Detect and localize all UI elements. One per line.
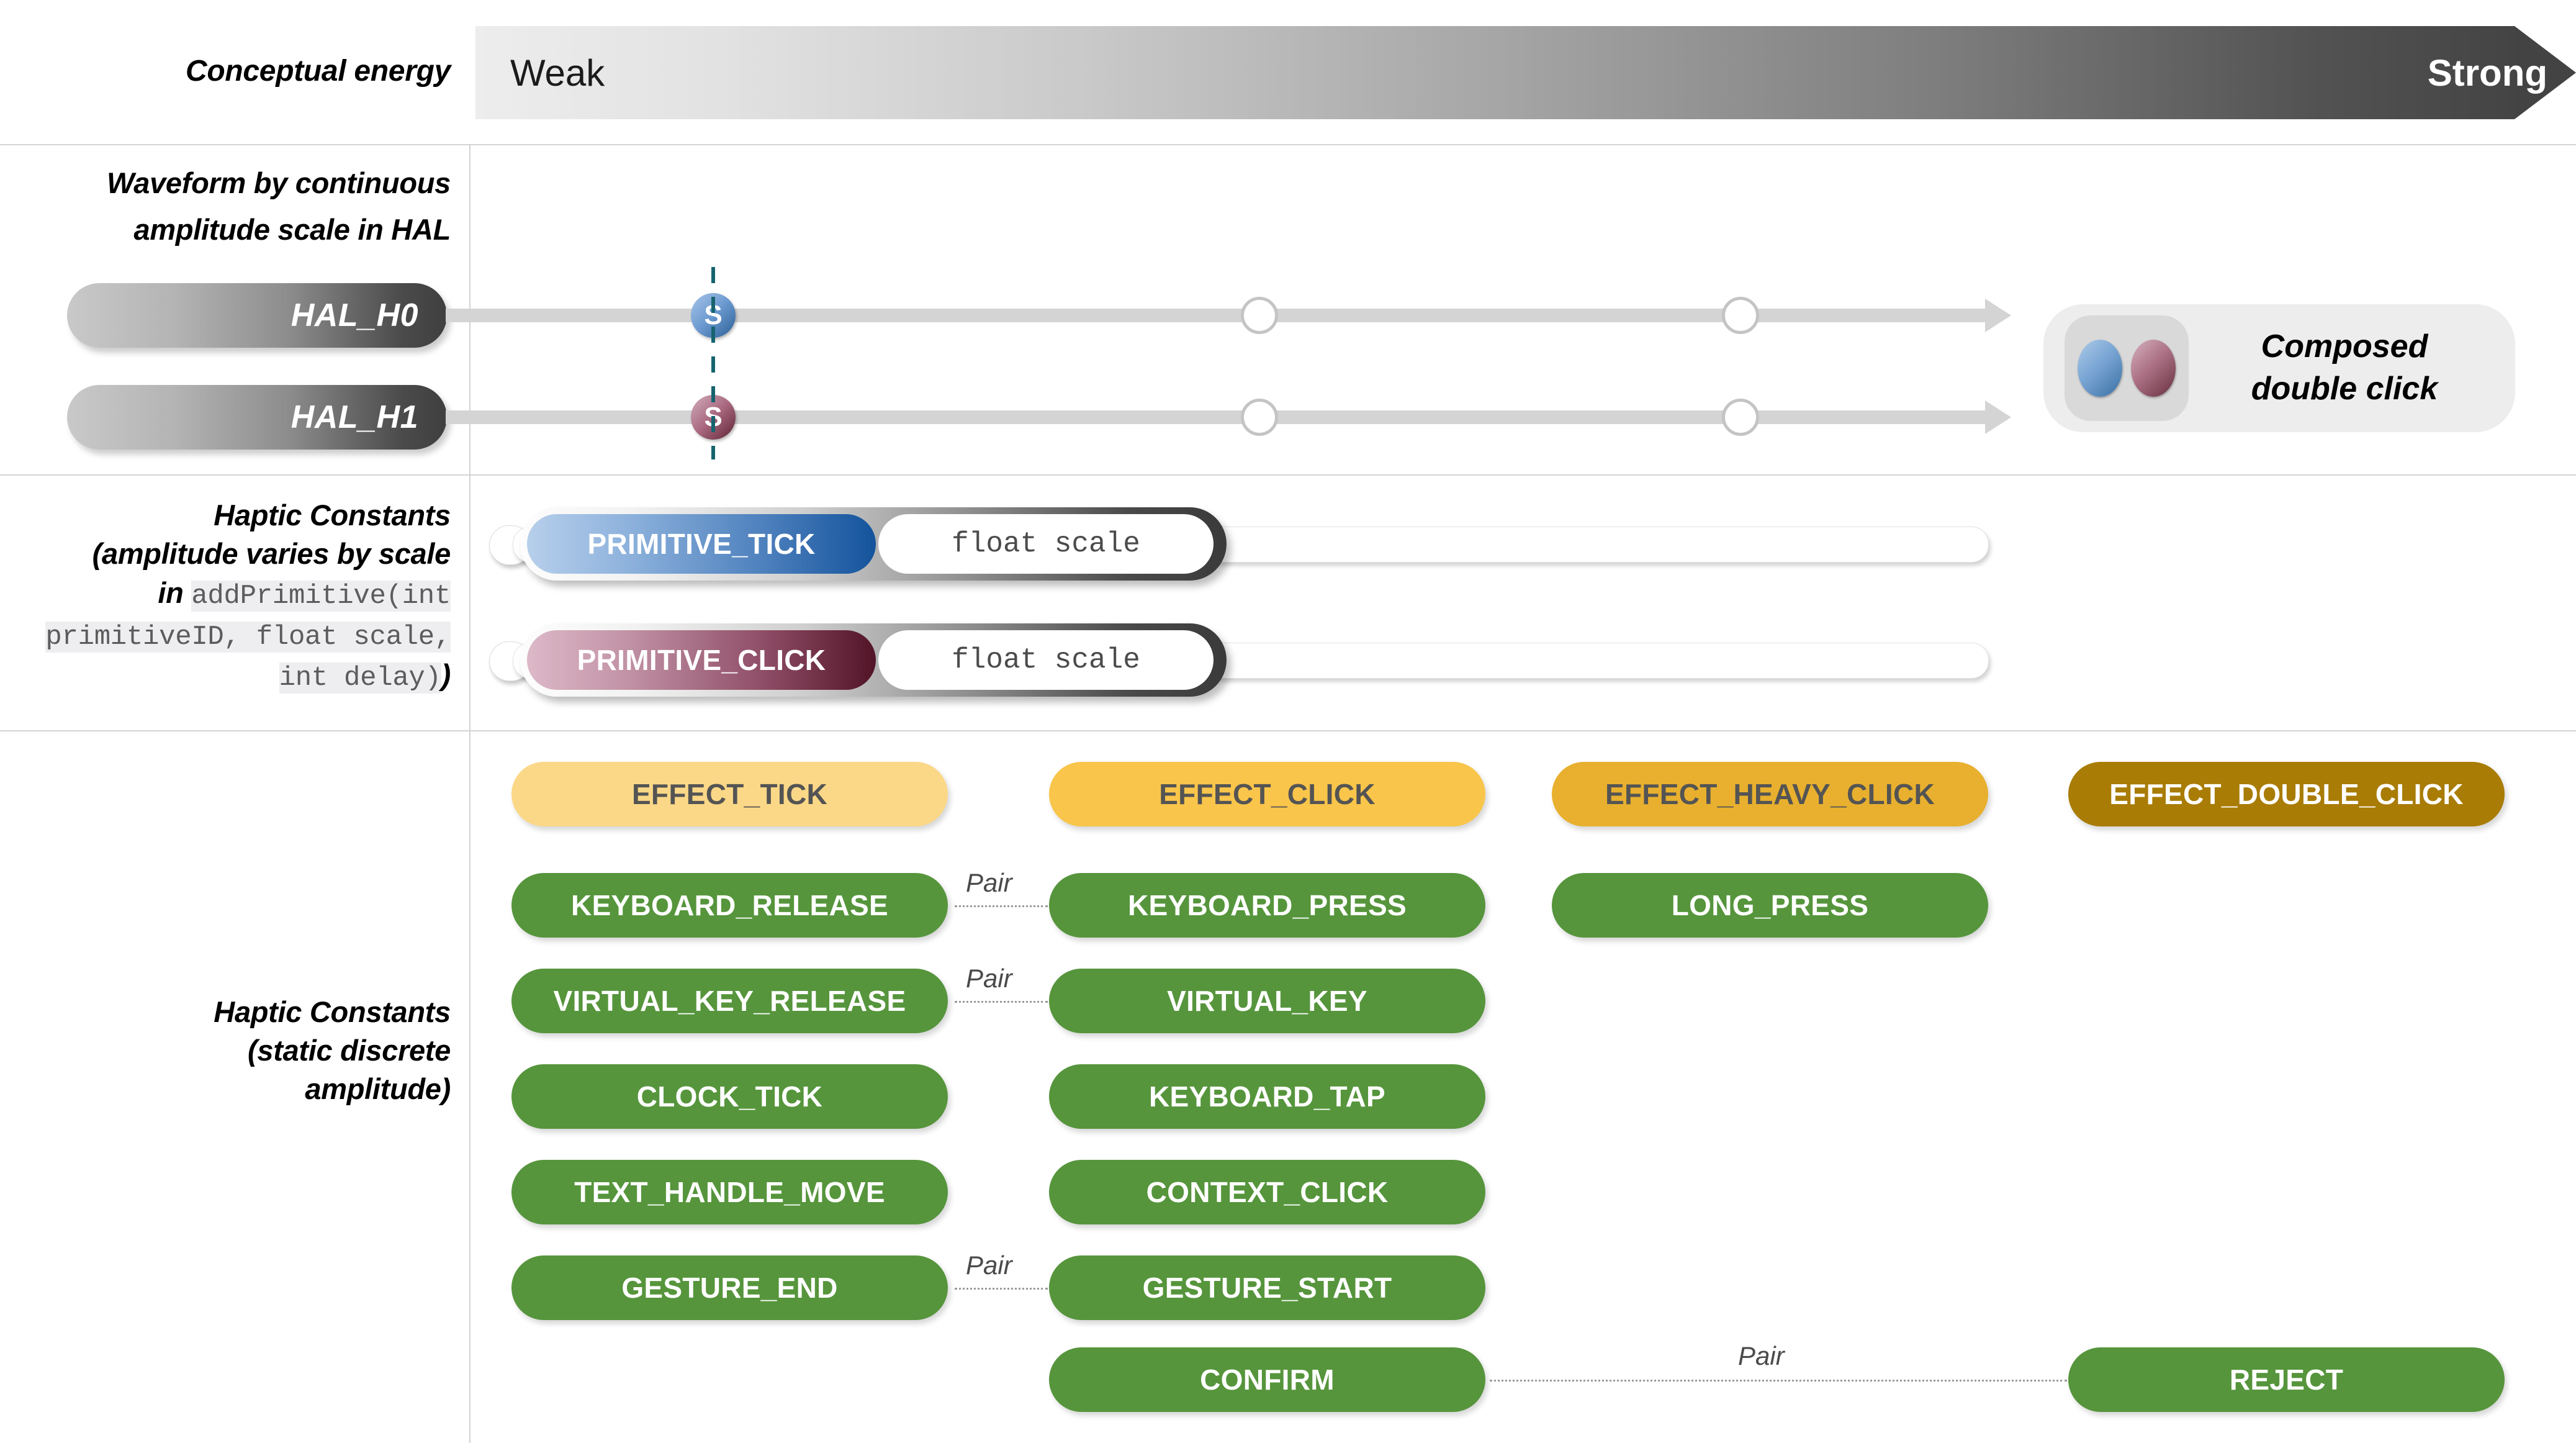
hal-h1-track-arrow-icon bbox=[1985, 400, 2011, 434]
waveform-label-line1: Waveform by continuous bbox=[107, 166, 451, 199]
energy-strong-label: Strong bbox=[2427, 52, 2547, 94]
add-primitive-code: addPrimitive(int primitiveID, float scal… bbox=[45, 581, 451, 694]
pair-connector-1 bbox=[955, 905, 1048, 907]
primitive-label-line2: (amplitude varies by scale bbox=[92, 537, 451, 570]
primitive-tick-handle[interactable]: PRIMITIVE_TICK float scale bbox=[520, 507, 1227, 581]
pair-connector-3 bbox=[955, 1288, 1048, 1290]
constant-virtual-key-release[interactable]: VIRTUAL_KEY_RELEASE bbox=[511, 969, 948, 1033]
hal-h0-track-arrow-icon bbox=[1985, 299, 2011, 332]
primitive-label-line1: Haptic Constants bbox=[214, 499, 451, 532]
constant-gesture-end[interactable]: GESTURE_END bbox=[511, 1255, 948, 1320]
constants-label-line2: (static discrete bbox=[248, 1034, 451, 1067]
primitive-tick-label: PRIMITIVE_TICK bbox=[527, 514, 876, 574]
pair-label-3: Pair bbox=[966, 1251, 1012, 1280]
constant-long-press[interactable]: LONG_PRESS bbox=[1552, 873, 1988, 938]
composed-line1: Composed bbox=[2261, 328, 2428, 365]
hal-h0-node-mid[interactable] bbox=[1241, 297, 1278, 334]
hal-h0-pill[interactable]: HAL_H0 bbox=[67, 283, 447, 348]
pair-label-2: Pair bbox=[966, 964, 1012, 993]
constant-keyboard-release[interactable]: KEYBOARD_RELEASE bbox=[511, 873, 948, 938]
effect-double-click-pill[interactable]: EFFECT_DOUBLE_CLICK bbox=[2068, 762, 2505, 826]
primitive-label-code-line: in addPrimitive(int primitiveID, float s… bbox=[0, 574, 451, 697]
constant-keyboard-tap[interactable]: KEYBOARD_TAP bbox=[1049, 1064, 1485, 1129]
primitive-label-in: in bbox=[158, 576, 192, 609]
waveform-label-line2: amplitude scale in HAL bbox=[133, 213, 451, 246]
constant-confirm[interactable]: CONFIRM bbox=[1049, 1347, 1485, 1412]
composed-dot-tick-icon bbox=[2078, 340, 2122, 397]
hal-h1-node-mid[interactable] bbox=[1241, 399, 1278, 436]
hal-h1-label: HAL_H1 bbox=[290, 399, 418, 435]
composed-dot-click-icon bbox=[2131, 340, 2176, 397]
primitive-label-close-paren: ) bbox=[441, 658, 451, 691]
label-column-divider bbox=[469, 144, 471, 1443]
constant-keyboard-press[interactable]: KEYBOARD_PRESS bbox=[1049, 873, 1485, 938]
constant-context-click[interactable]: CONTEXT_CLICK bbox=[1049, 1160, 1485, 1224]
hal-h0-label: HAL_H0 bbox=[290, 297, 418, 333]
section-divider-1 bbox=[0, 144, 2576, 145]
effect-heavy-click-pill[interactable]: EFFECT_HEAVY_CLICK bbox=[1552, 762, 1988, 826]
composed-double-click-text: Composed double click bbox=[2189, 326, 2515, 410]
primitive-click-handle[interactable]: PRIMITIVE_CLICK float scale bbox=[520, 623, 1227, 697]
energy-gradient-body bbox=[475, 26, 2515, 119]
composed-line2: double click bbox=[2251, 371, 2438, 407]
composed-double-click-icon bbox=[2065, 315, 2189, 421]
hal-h0-node-high[interactable] bbox=[1722, 297, 1759, 334]
hal-h1-pill[interactable]: HAL_H1 bbox=[67, 385, 447, 450]
primitive-tick-value: float scale bbox=[878, 514, 1214, 574]
effect-click-pill[interactable]: EFFECT_CLICK bbox=[1049, 762, 1485, 826]
energy-weak-label: Weak bbox=[510, 52, 605, 94]
primitive-click-label: PRIMITIVE_CLICK bbox=[527, 630, 876, 690]
pair-connector-4 bbox=[1490, 1380, 2067, 1382]
pair-label-1: Pair bbox=[966, 868, 1012, 897]
energy-gradient-arrow: Weak Strong bbox=[475, 26, 2576, 119]
composed-double-click-card[interactable]: Composed double click bbox=[2043, 304, 2515, 432]
conceptual-energy-label: Conceptual energy bbox=[186, 55, 451, 88]
constant-text-handle-move[interactable]: TEXT_HANDLE_MOVE bbox=[511, 1160, 948, 1224]
section-divider-2 bbox=[0, 474, 2576, 476]
energy-arrowhead-icon bbox=[2515, 26, 2576, 119]
constants-label-line3: amplitude) bbox=[305, 1072, 451, 1105]
hal-h0-track[interactable] bbox=[446, 309, 1985, 322]
pair-connector-2 bbox=[955, 1001, 1048, 1003]
constant-reject[interactable]: REJECT bbox=[2068, 1347, 2505, 1412]
constant-clock-tick[interactable]: CLOCK_TICK bbox=[511, 1064, 948, 1129]
effect-tick-pill[interactable]: EFFECT_TICK bbox=[511, 762, 948, 826]
primitive-click-value: float scale bbox=[878, 630, 1214, 690]
hal-h1-track[interactable] bbox=[446, 410, 1985, 424]
constants-label-line1: Haptic Constants bbox=[214, 995, 451, 1028]
section-divider-3 bbox=[0, 730, 2576, 731]
scale-alignment-dashed-line bbox=[711, 267, 715, 459]
hal-h1-node-high[interactable] bbox=[1722, 399, 1759, 436]
pair-label-4: Pair bbox=[1738, 1341, 1785, 1370]
constant-gesture-start[interactable]: GESTURE_START bbox=[1049, 1255, 1485, 1320]
constant-virtual-key[interactable]: VIRTUAL_KEY bbox=[1049, 969, 1485, 1033]
